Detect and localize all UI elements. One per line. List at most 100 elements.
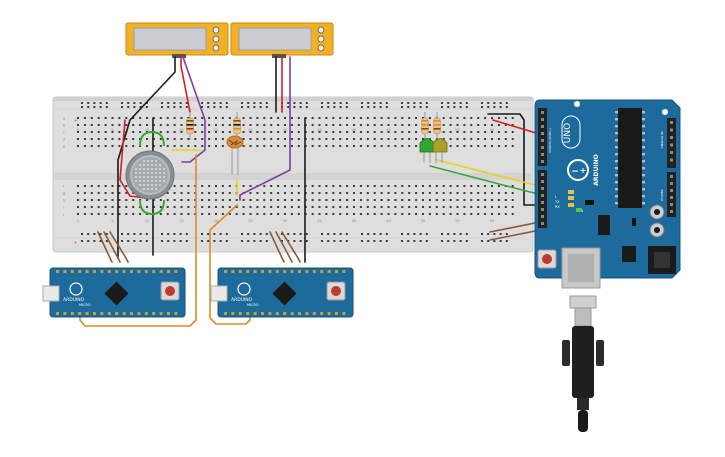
breadboard-hole	[256, 192, 259, 194]
breadboard-hole	[346, 124, 349, 126]
breadboard-rail-hole	[305, 106, 308, 108]
breadboard-hole	[270, 213, 273, 215]
breadboard-hole	[132, 199, 135, 201]
breadboard-hole	[463, 117, 466, 119]
column-number: 40	[352, 219, 356, 223]
micro-model: MICRO	[79, 303, 91, 307]
breadboard-hole	[83, 138, 86, 140]
breadboard-rail-hole	[385, 240, 388, 242]
breadboard-hole	[442, 117, 445, 119]
breadboard: abcdefghij115510101515202025253030353540…	[52, 96, 534, 253]
breadboard-rail-hole	[253, 102, 256, 104]
breadboard-rail-hole	[259, 102, 262, 104]
breadboard-hole	[408, 138, 411, 140]
breadboard-rail-hole	[493, 240, 496, 242]
breadboard-hole	[208, 213, 211, 215]
column-number: 55	[455, 128, 459, 132]
breadboard-hole	[208, 145, 211, 147]
breadboard-hole	[297, 138, 300, 140]
breadboard-hole	[97, 138, 100, 140]
breadboard-hole	[249, 138, 252, 140]
breadboard-hole	[118, 138, 121, 140]
breadboard-hole	[497, 192, 500, 194]
breadboard-hole	[77, 124, 79, 126]
breadboard-rail-hole	[145, 106, 148, 108]
breadboard-rail-hole	[253, 233, 256, 235]
breadboard-hole	[428, 124, 431, 126]
breadboard-rail-hole	[299, 240, 302, 242]
breadboard-hole	[442, 138, 445, 140]
breadboard-hole	[456, 124, 459, 126]
breadboard-hole	[504, 117, 507, 119]
breadboard-hole	[353, 124, 355, 126]
breadboard-hole	[104, 138, 107, 140]
breadboard-hole	[373, 199, 376, 201]
column-number: 10	[145, 219, 149, 223]
breadboard-hole	[332, 117, 335, 119]
resistor	[233, 117, 241, 135]
breadboard-hole	[346, 192, 349, 194]
breadboard-rail-hole	[167, 102, 170, 104]
chip	[104, 281, 129, 306]
breadboard-hole	[435, 206, 438, 208]
breadboard-hole	[497, 213, 500, 215]
breadboard-rail-hole	[499, 106, 502, 108]
arduino-logo-icon	[69, 282, 83, 296]
breadboard-rail-hole	[219, 233, 222, 235]
breadboard-hole	[152, 145, 155, 147]
breadboard-hole	[470, 206, 473, 208]
breadboard-hole	[201, 213, 204, 215]
breadboard-hole	[449, 192, 452, 194]
breadboard-hole	[215, 138, 217, 140]
breadboard-hole	[415, 199, 418, 201]
breadboard-hole	[77, 145, 79, 147]
breadboard-rail-hole	[293, 106, 296, 108]
breadboard-hole	[353, 145, 355, 147]
breadboard-hole	[415, 206, 418, 208]
breadboard-hole	[256, 199, 259, 201]
column-number: 1	[77, 128, 79, 132]
breadboard-hole	[277, 192, 280, 194]
breadboard-hole	[242, 213, 245, 215]
breadboard-hole	[415, 138, 418, 140]
breadboard-rail-hole	[367, 240, 370, 242]
breadboard-hole	[166, 213, 169, 215]
breadboard-hole	[491, 117, 493, 119]
breadboard-hole	[263, 145, 266, 147]
breadboard-hole	[228, 185, 231, 187]
breadboard-hole	[401, 192, 404, 194]
breadboard-hole	[228, 192, 231, 194]
power-header	[667, 172, 676, 217]
breadboard-rail-hole	[105, 102, 108, 104]
breadboard-rail-hole	[225, 106, 228, 108]
breadboard-hole	[504, 213, 507, 215]
breadboard-hole	[90, 124, 93, 126]
breadboard-hole	[132, 213, 135, 215]
breadboard-rail-hole	[465, 102, 468, 104]
breadboard-hole	[242, 185, 245, 187]
breadboard-hole	[256, 124, 259, 126]
breadboard-hole	[208, 138, 211, 140]
breadboard-hole	[118, 199, 121, 201]
lcd-module-right	[230, 22, 334, 58]
breadboard-hole	[111, 117, 114, 119]
breadboard-hole	[442, 199, 445, 201]
breadboard-hole	[401, 213, 404, 215]
row-letter: d	[63, 138, 65, 142]
breadboard-hole	[435, 185, 438, 187]
breadboard-hole	[318, 138, 321, 140]
breadboard-rail-hole	[305, 240, 308, 242]
breadboard-rail-hole	[241, 233, 243, 235]
breadboard-rail-hole	[499, 240, 502, 242]
breadboard-hole	[152, 117, 155, 119]
row-letter: c	[63, 131, 65, 135]
breadboard-hole	[152, 138, 155, 140]
breadboard-hole	[111, 192, 114, 194]
breadboard-hole	[290, 206, 293, 208]
breadboard-rail-hole	[299, 233, 302, 235]
breadboard-hole	[270, 206, 273, 208]
breadboard-rail-hole	[447, 240, 450, 242]
breadboard-hole	[387, 192, 390, 194]
breadboard-rail-hole	[379, 102, 382, 104]
breadboard-hole	[97, 185, 100, 187]
